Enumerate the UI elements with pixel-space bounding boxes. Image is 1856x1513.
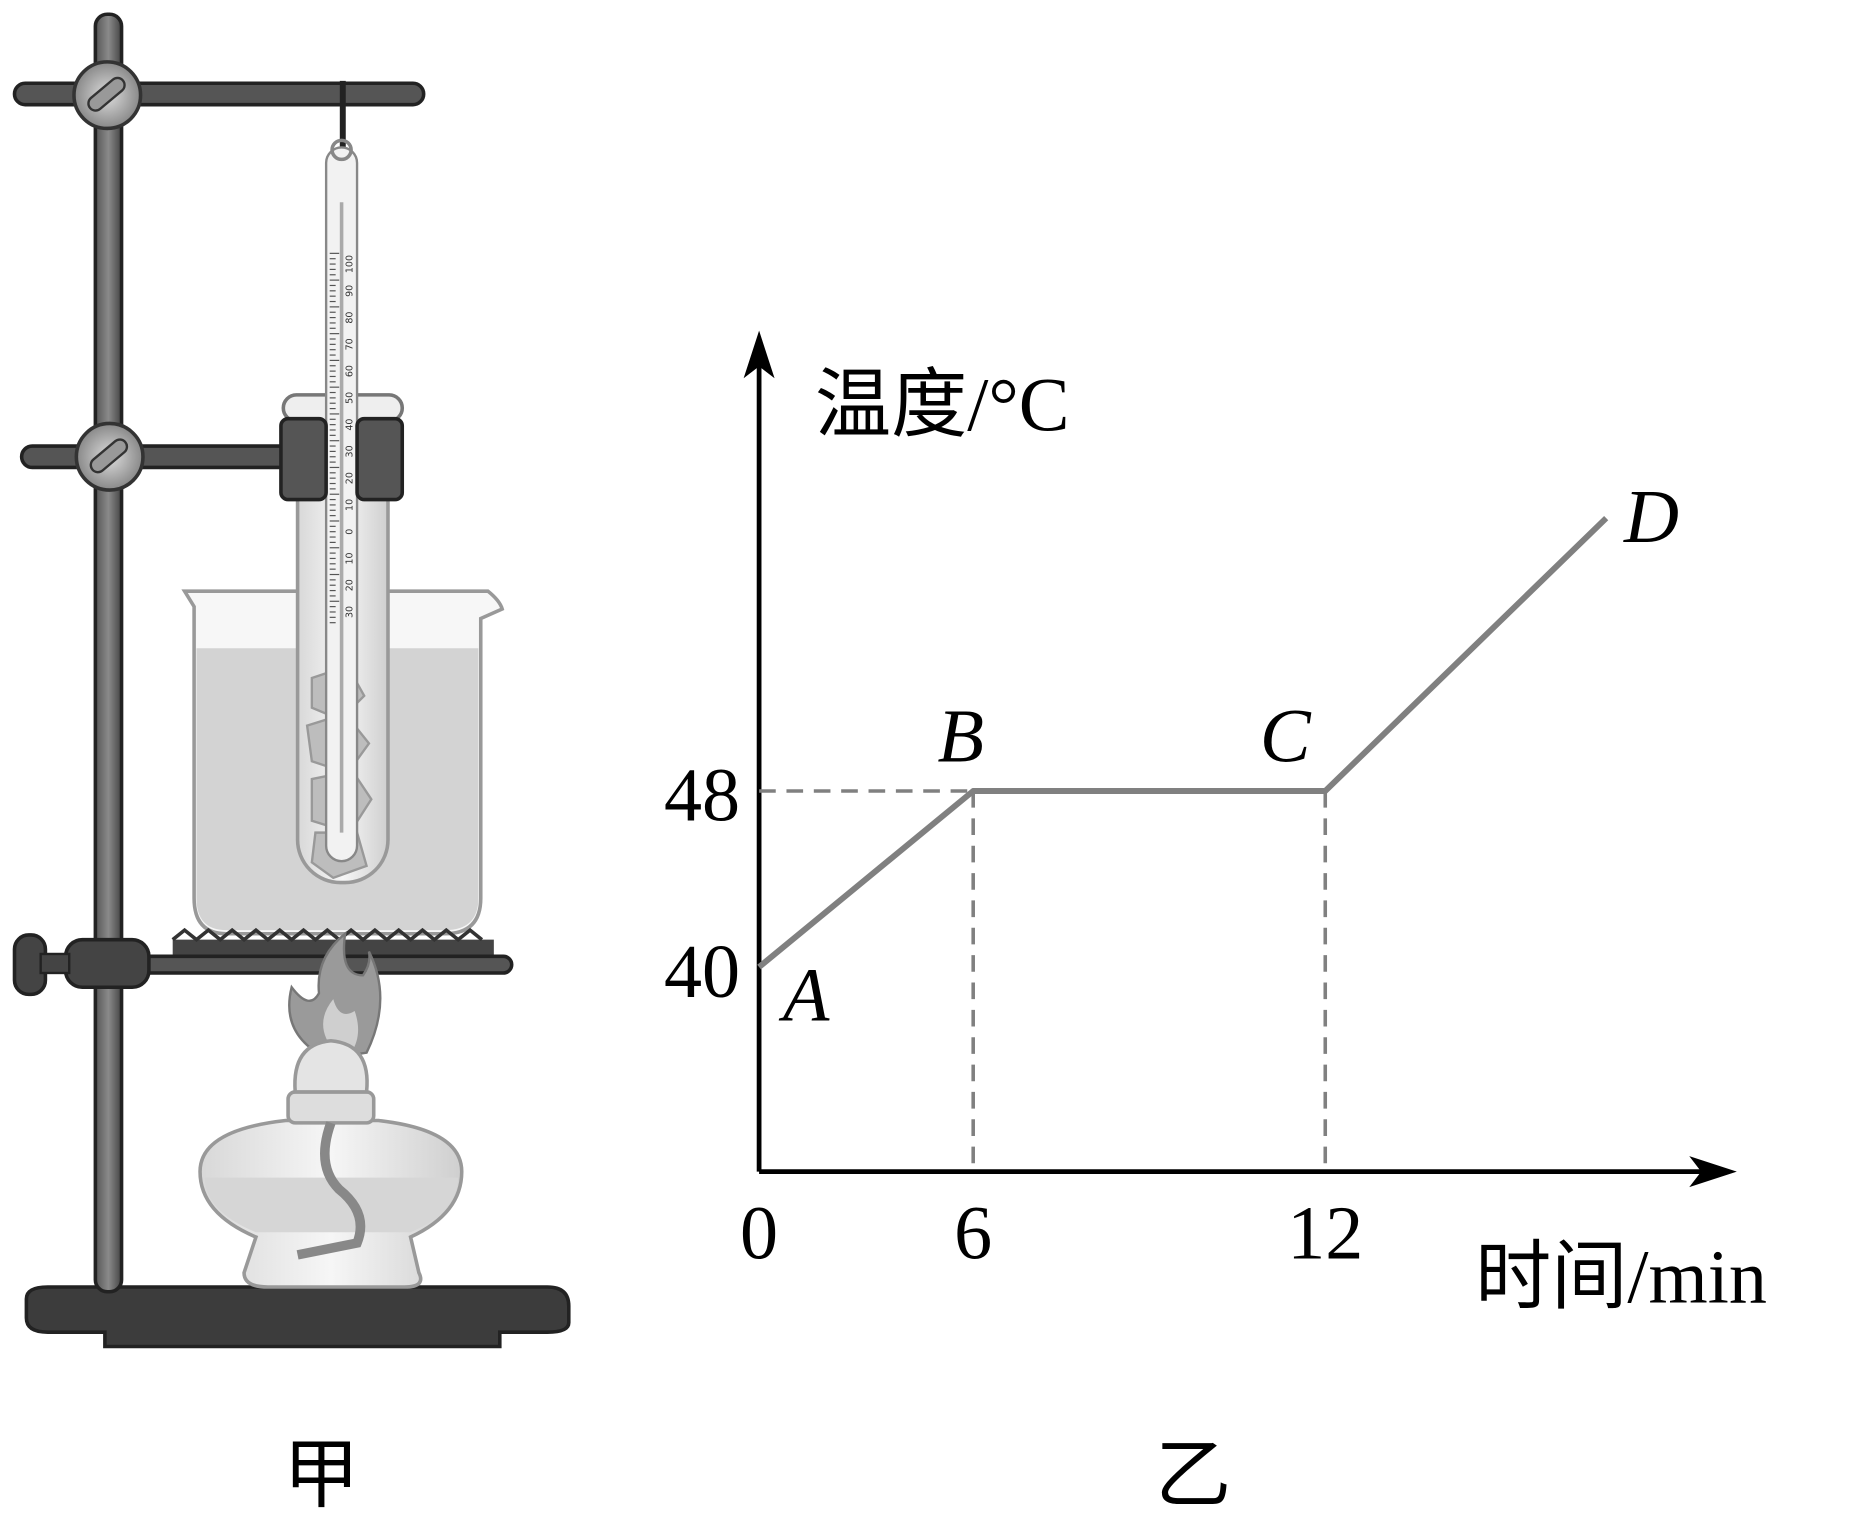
x-tick-label: 6 <box>954 1191 992 1275</box>
thermometer-tick-label: 40 <box>344 419 355 431</box>
y-tick-label: 40 <box>664 930 740 1014</box>
thermometer-tick-label: 100 <box>344 255 355 273</box>
lamp-neck <box>286 1090 376 1125</box>
ring-support <box>117 954 514 975</box>
caption-yi: 乙 <box>1155 1434 1231 1513</box>
thermometer-tick-label: 60 <box>344 365 355 377</box>
point-label-a: A <box>778 954 830 1038</box>
clamp-jaw-left <box>279 416 328 502</box>
point-label-b: B <box>938 694 985 778</box>
thermometer-tick-label: 20 <box>344 472 355 484</box>
x-axis-label: 时间/min <box>1475 1235 1767 1319</box>
x-tick-label: 0 <box>740 1191 778 1275</box>
stand-base <box>24 1285 571 1349</box>
thermometer-tick-label: 30 <box>344 445 355 457</box>
clamp-jaw-right <box>355 416 405 502</box>
ring-clamp <box>63 937 151 990</box>
mid-clamp-arm <box>19 444 297 470</box>
temperature-time-chart: A B C D 0 6 12 40 48 温度/°C 时间/min 乙 <box>664 330 1767 1513</box>
point-label-c: C <box>1260 694 1312 778</box>
thermometer-tick-label: 10 <box>344 499 355 511</box>
dashed-guides <box>759 789 1328 1172</box>
y-tick-label: 48 <box>664 754 740 838</box>
thermometer-tick-label: 90 <box>344 285 355 297</box>
thermometer-tick-label: 50 <box>344 392 355 404</box>
thermometer-tick-label: 20 <box>344 579 355 591</box>
temperature-line <box>757 515 1609 970</box>
thermometer-tick-label: 70 <box>344 338 355 350</box>
thermometer-tick-label: 30 <box>344 606 355 618</box>
stand-rod <box>93 12 124 1294</box>
y-axis-arrow <box>743 330 775 379</box>
lamp-cap <box>293 1038 369 1094</box>
x-axis-arrow <box>1689 1156 1737 1188</box>
caption-jia: 甲 <box>283 1434 359 1513</box>
y-axis-label: 温度/°C <box>815 364 1070 448</box>
thermometer-tick-label: 0 <box>344 529 355 535</box>
point-label-d: D <box>1623 475 1679 559</box>
wick <box>296 1121 366 1260</box>
thermometer-tick-label: 10 <box>344 552 355 564</box>
thermometer-tick-label: 80 <box>344 312 355 324</box>
x-tick-label: 12 <box>1287 1191 1363 1275</box>
